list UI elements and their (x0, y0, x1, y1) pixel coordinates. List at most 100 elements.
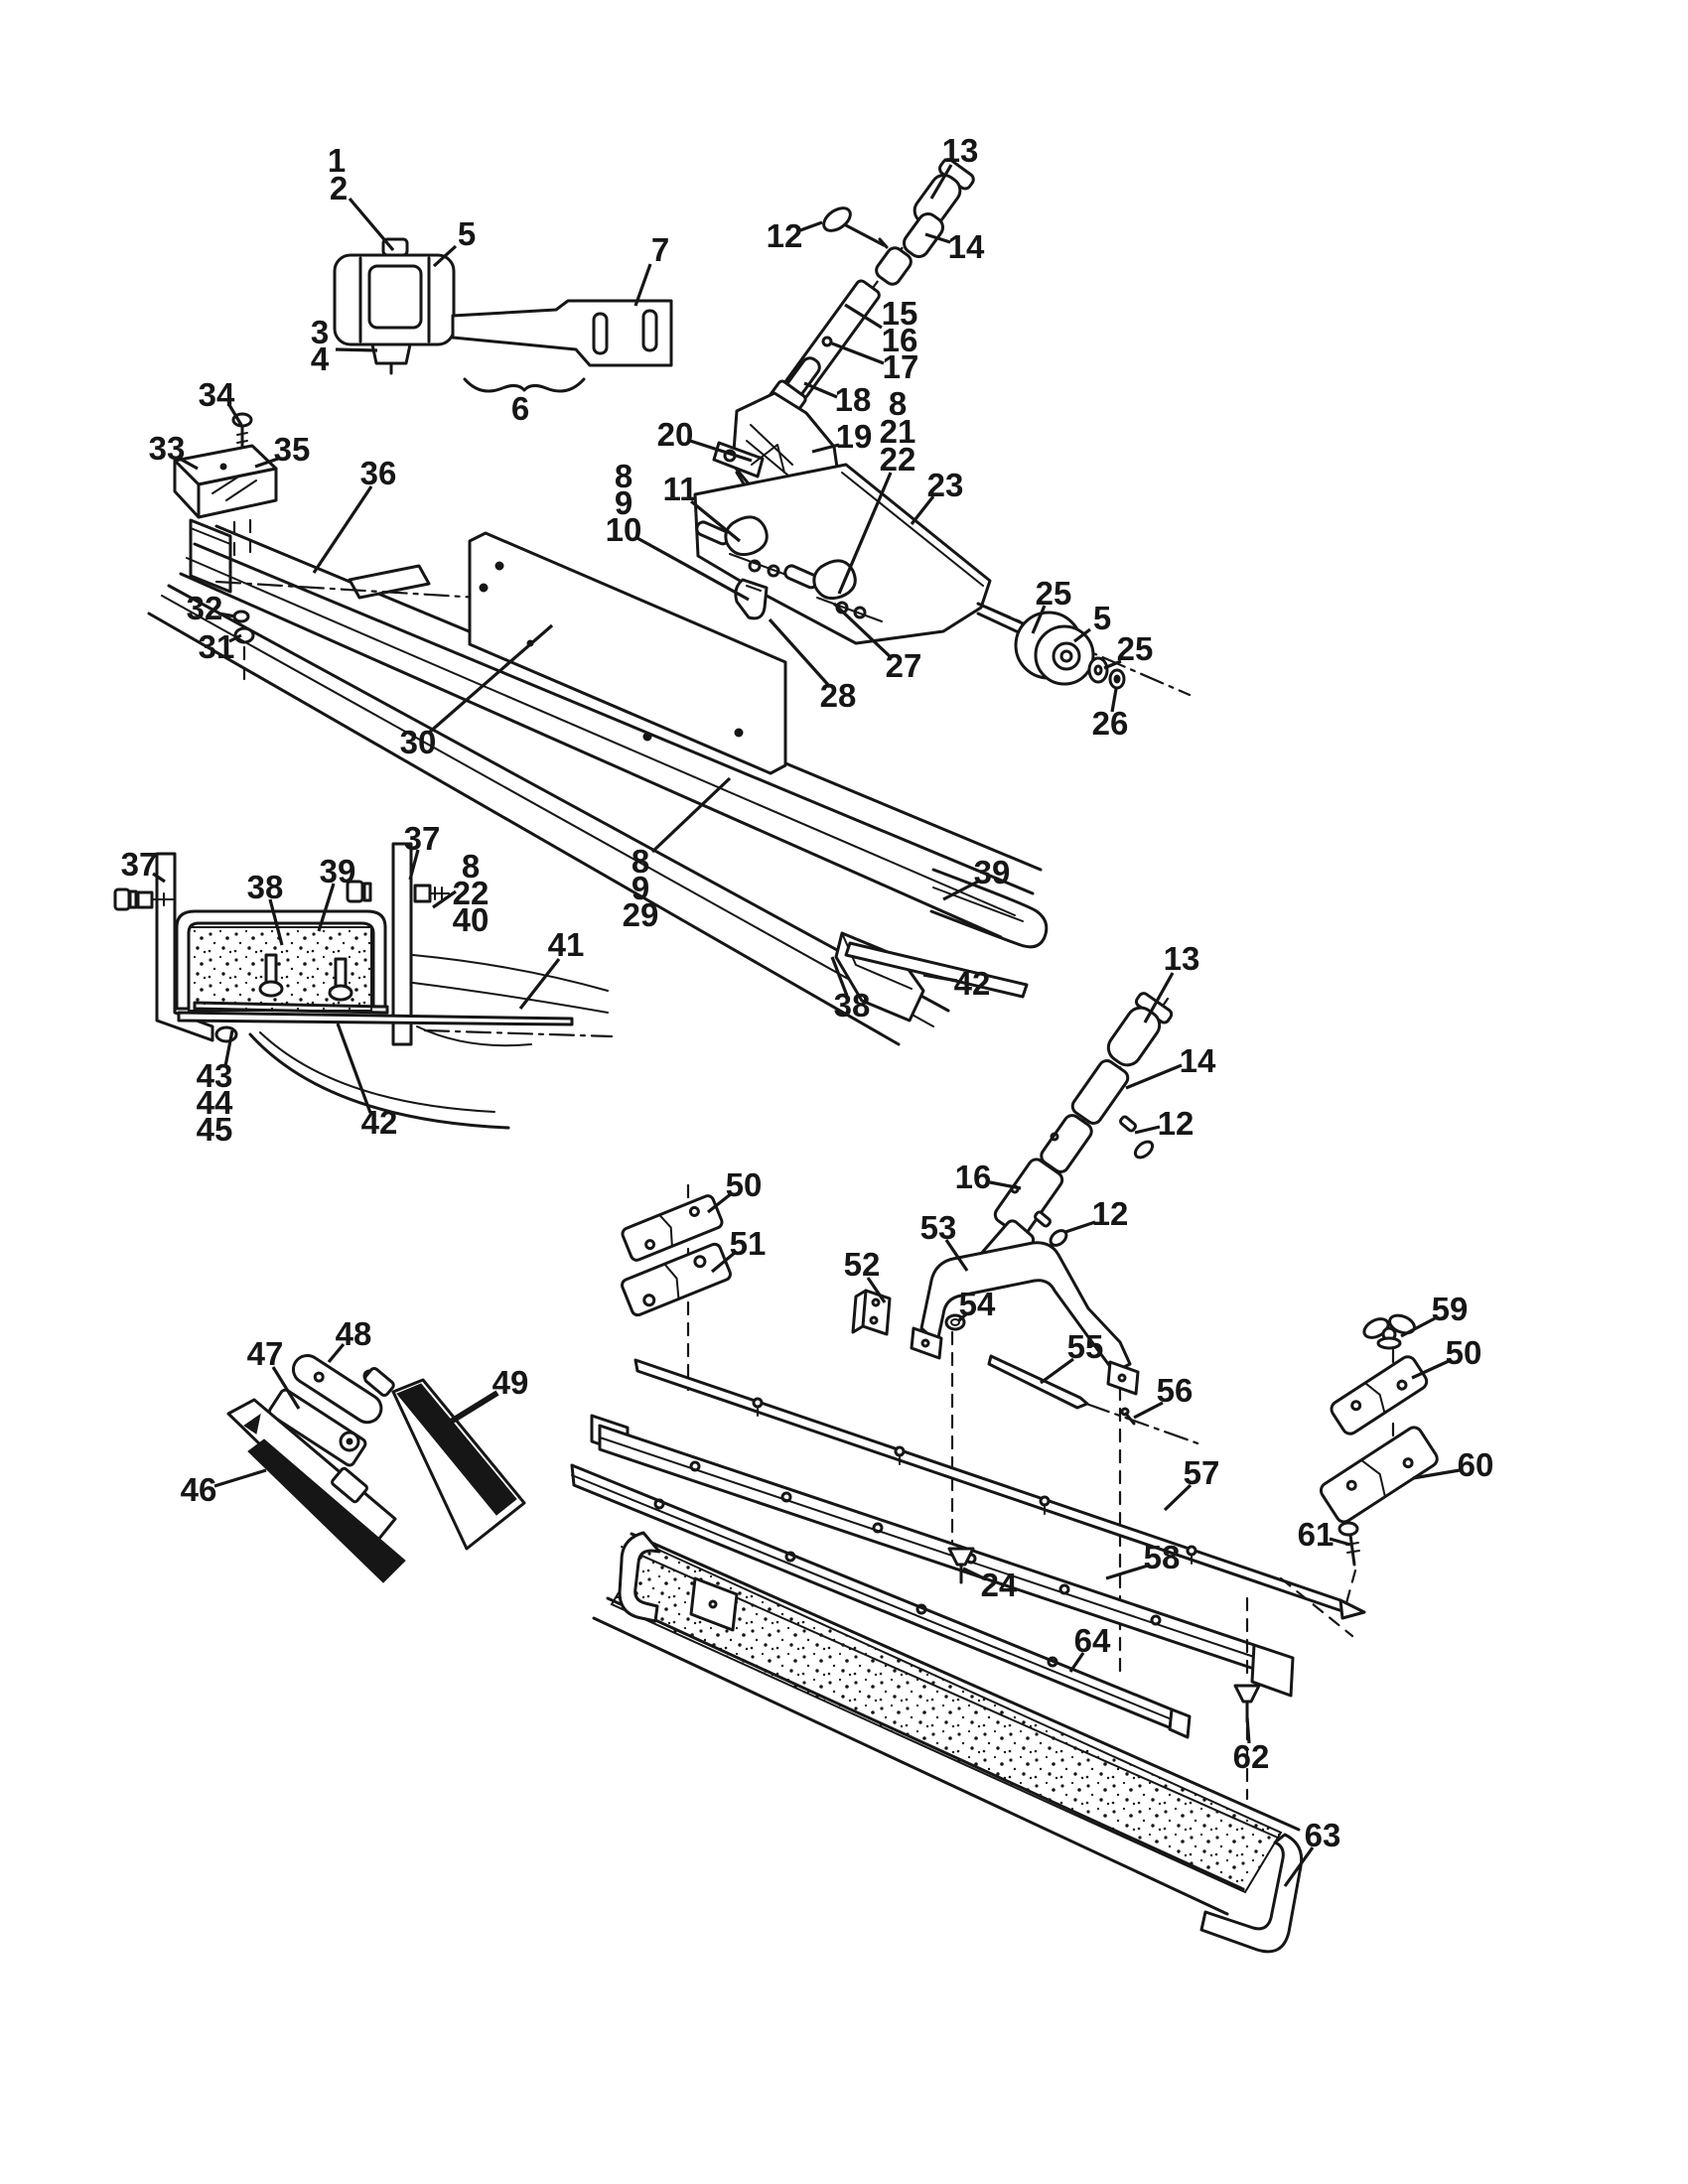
leader-line-43 (223, 1029, 234, 1067)
squeegee-bracket (331, 1466, 368, 1504)
callout-8-23: 8 (889, 385, 907, 422)
leader-line-14 (924, 232, 951, 244)
angle-37-right (391, 842, 413, 1046)
callout-13-14: 13 (942, 132, 979, 169)
leader-line-7 (633, 263, 652, 307)
tube-hole (821, 336, 833, 347)
part-handle-assembly (712, 158, 975, 516)
part-main-frame (147, 518, 1049, 1046)
leader-line-57 (1163, 1483, 1193, 1512)
callout-29-39: 29 (623, 896, 659, 933)
leader-line-25 (1103, 659, 1122, 670)
callout-42-54: 42 (361, 1104, 398, 1141)
callout-20-21: 20 (657, 416, 694, 453)
part-hand-tools (226, 1353, 526, 1583)
callout-27-31: 27 (886, 647, 922, 684)
callout-23-26: 23 (927, 467, 964, 503)
callout-64-70: 64 (1074, 1622, 1111, 1659)
callout-37-44: 37 (121, 846, 158, 883)
callout-5-34: 5 (1093, 600, 1111, 636)
leader-line-13 (929, 164, 953, 200)
callout-51-61: 51 (730, 1225, 767, 1262)
leader-line-22 (432, 889, 457, 909)
leader-line-17 (831, 341, 885, 365)
part-roller-wheel (1014, 611, 1126, 690)
callout-39-40: 39 (974, 854, 1011, 890)
callout-8-27: 8 (615, 458, 633, 494)
caster-bracket-plate (451, 299, 673, 367)
plate-30 (468, 531, 787, 775)
callout-41-41: 41 (548, 926, 585, 963)
leader-line-36 (312, 485, 373, 574)
leader-line-48 (327, 1342, 346, 1364)
rail-end-bracket (189, 518, 232, 594)
leader-line-64 (1068, 1652, 1085, 1673)
part-tube-stack (993, 992, 1174, 1251)
leader-line-11 (689, 499, 742, 543)
callout-3-4: 3 (311, 314, 329, 350)
part-lower-assembly (570, 1183, 1439, 1954)
leader-line-23 (910, 495, 935, 525)
strip-42-section (193, 1001, 389, 1015)
brace-bracket-6 (463, 377, 586, 393)
leader-line-37 (152, 872, 166, 884)
leader-line-10 (634, 535, 750, 602)
part-caster-arm-assembly (333, 237, 673, 393)
callout-31-12: 31 (199, 628, 235, 665)
leader-line-20 (689, 439, 753, 463)
screw-62 (1233, 1684, 1261, 1704)
leader-line-49 (449, 1390, 499, 1425)
callout-42-42: 42 (954, 965, 991, 1002)
leader-line-12 (1134, 1125, 1161, 1135)
callout-53-63: 53 (920, 1209, 957, 1246)
leader-line-60 (1412, 1468, 1461, 1480)
callout-34-7: 34 (199, 376, 235, 413)
leader-line-50 (707, 1191, 733, 1214)
leader-line-18 (803, 381, 838, 399)
yoke-foot (910, 1326, 943, 1360)
callout-13-55: 13 (1164, 940, 1200, 977)
callout-11-30: 11 (663, 471, 698, 507)
leader-line-37 (408, 849, 420, 881)
callout-54-64: 54 (959, 1286, 996, 1322)
leader-line-53 (944, 1239, 969, 1272)
bracket-52 (861, 1289, 892, 1336)
pin-12-ring (1133, 1140, 1155, 1160)
channel-39-end (929, 868, 1049, 949)
rail-tab (348, 564, 431, 600)
screw-24 (947, 1547, 975, 1567)
leader-line-28 (768, 617, 832, 689)
leader-line-24 (962, 1567, 987, 1581)
rail-58-bend (1250, 1643, 1295, 1698)
screw-61 (1337, 1521, 1359, 1537)
rod-55 (987, 1354, 1089, 1410)
leader-line-30 (427, 623, 554, 735)
callout-46-73: 46 (181, 1471, 217, 1508)
leader-line-47 (271, 1366, 301, 1410)
callout-44-52: 44 (197, 1084, 233, 1121)
callout-45-53: 45 (197, 1111, 233, 1148)
leader-line-32 (217, 612, 236, 618)
callout-28-32: 28 (820, 677, 857, 714)
callout-12-15: 12 (767, 217, 803, 254)
callout-9-38: 9 (632, 870, 649, 906)
leader-line-5 (1073, 627, 1091, 643)
callout-36-10: 36 (360, 455, 397, 491)
bolt-8-head (346, 880, 364, 903)
leader-line-42 (922, 973, 958, 983)
leader-line-59 (1400, 1315, 1438, 1338)
sleeve-14 (903, 212, 944, 258)
callout-22-25: 22 (880, 441, 916, 478)
pin-12-ring (1049, 1229, 1068, 1247)
yoke-foot (1106, 1360, 1140, 1396)
callout-52-62: 52 (844, 1246, 881, 1283)
leader-line-55 (1040, 1357, 1074, 1385)
leader-line-4 (335, 347, 378, 352)
coupling-17 (875, 246, 913, 286)
leader-line-39 (317, 883, 336, 932)
keeper-27 (812, 559, 857, 601)
washer-25 (1087, 656, 1109, 684)
callout-22-49: 22 (453, 875, 490, 911)
leader-line-34 (227, 404, 243, 426)
